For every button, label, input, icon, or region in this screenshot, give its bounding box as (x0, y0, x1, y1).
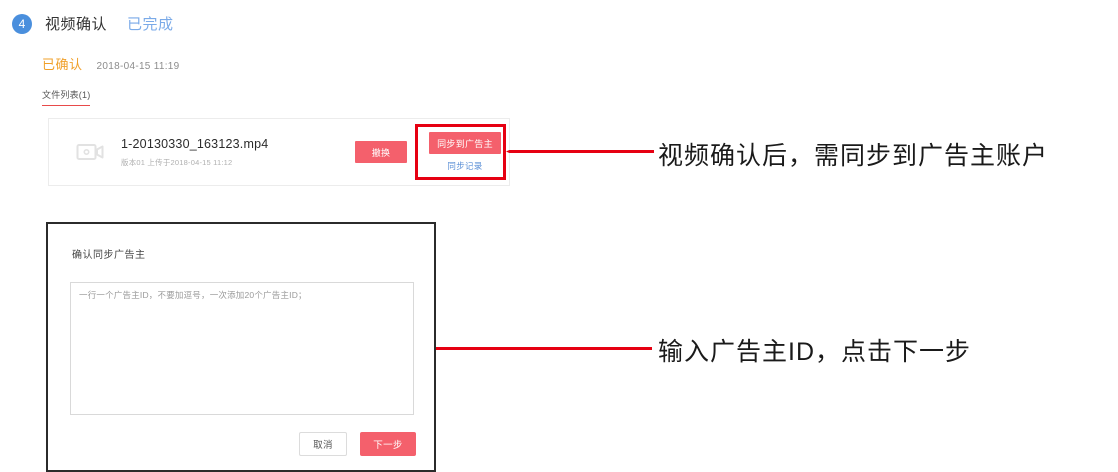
file-info: 1-20130330_163123.mp4 版本01 上传于2018-04-15… (121, 137, 355, 168)
sync-action-group: 同步到广告主 同步记录 (429, 132, 501, 172)
step-header: 4 视频确认 已完成 (12, 13, 174, 34)
confirm-status-line: 已确认 2018-04-15 11:19 (42, 54, 180, 73)
confirm-timestamp: 2018-04-15 11:19 (96, 61, 180, 72)
annotation-text-1: 视频确认后，需同步到广告主账户 (658, 142, 1049, 170)
replace-button[interactable]: 撤换 (355, 141, 407, 163)
file-name: 1-20130330_163123.mp4 (121, 136, 269, 151)
cancel-button[interactable]: 取消 (299, 432, 347, 456)
file-meta: 版本01 上传于2018-04-15 11:12 (121, 157, 233, 167)
dialog-title: 确认同步广告主 (72, 250, 146, 261)
tab-file-list[interactable]: 文件列表(1) (42, 88, 91, 106)
video-camera-icon (75, 139, 107, 165)
file-row: 1-20130330_163123.mp4 版本01 上传于2018-04-15… (48, 118, 510, 186)
step-status-label: 已完成 (127, 16, 174, 33)
sync-log-link[interactable]: 同步记录 (447, 161, 483, 171)
sync-advertiser-dialog: 确认同步广告主 取消 下一步 (46, 222, 436, 472)
next-step-button[interactable]: 下一步 (360, 432, 416, 456)
dialog-footer: 取消 下一步 (299, 432, 416, 456)
step-number-badge: 4 (12, 13, 32, 34)
status-badge: 已确认 (42, 57, 83, 72)
sync-to-advertiser-button[interactable]: 同步到广告主 (429, 132, 501, 154)
file-actions: 撤换 同步到广告主 同步记录 (355, 132, 501, 172)
advertiser-id-textarea[interactable] (70, 282, 414, 415)
page-title: 视频确认 (45, 16, 108, 33)
annotation-arrow-1 (506, 150, 654, 153)
annotation-text-2: 输入广告主ID，点击下一步 (658, 338, 972, 366)
